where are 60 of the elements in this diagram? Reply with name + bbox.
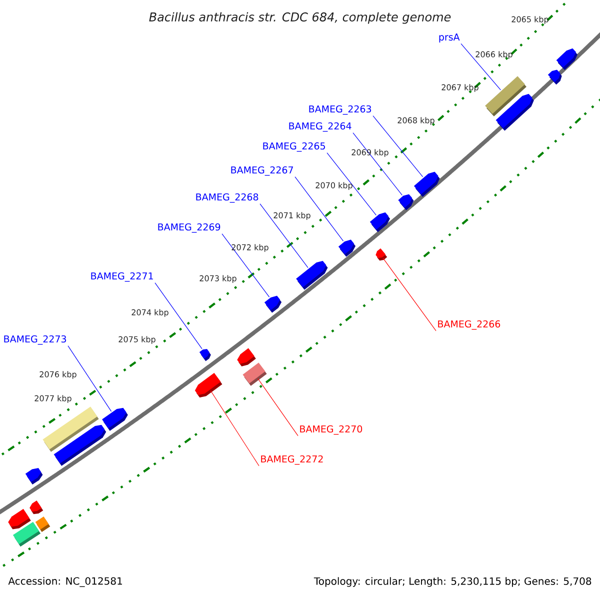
scale-label: 2077 kbp [34,395,72,403]
scale-label: 2065 kbp [512,16,548,24]
gene-feature [398,194,414,210]
gene-feature [370,212,390,232]
scale-label: 2066 kbp [476,51,512,59]
leader-line [210,390,260,466]
gene-feature [296,260,328,290]
scale-label: 2073 kbp [200,275,236,283]
leader-line [382,258,436,332]
gene-feature [496,94,534,131]
leader-line [460,43,501,90]
accession-text: Accession: NC_012581 [8,577,122,587]
leader-line [326,152,376,216]
gene-label: BAMEG_2263 [309,105,372,115]
scale-label: 2074 kbp [132,309,168,317]
gene-feature [548,70,562,85]
gene-feature [25,468,43,485]
gene-feature [199,349,211,362]
leader-line [260,204,308,268]
leader-line [68,346,112,412]
gene-label: BAMEG_2264 [289,122,352,132]
gene-feature [12,522,41,547]
scale-label: 2067 kbp [442,84,478,92]
genome-info-text: Topology: circular; Length: 5,230,115 bp; Genes: 5,708 [314,577,592,587]
leader-line [154,282,202,350]
gene-label: BAMEG_2266 [438,320,500,330]
scale-label: 2075 kbp [118,336,156,344]
leader-line [352,132,402,196]
gene-label: BAMEG_2271 [91,272,153,282]
gene-feature [102,408,128,431]
gene-feature [8,508,31,530]
gene-label: BAMEG_2272 [261,455,323,465]
gene-label: BAMEG_2268 [196,193,258,203]
leader-line [258,378,298,436]
gene-label: BAMEG_2267 [231,166,293,176]
gene-feature [237,348,256,366]
scale-label: 2072 kbp [232,244,268,252]
scale-label: 2068 kbp [398,117,434,125]
scale-label: 2071 kbp [274,212,310,220]
leader-line [372,116,424,178]
gene-feature [414,172,440,197]
gene-feature [264,296,282,313]
gene-label: BAMEG_2270 [300,425,362,435]
title: Bacillus anthracis str. CDC 684, complete genome [149,12,451,24]
gene-feature [194,372,222,398]
leader-line [222,234,270,298]
gene-feature [30,500,44,514]
gene-label: BAMEG_2269 [158,223,220,233]
scale-label: 2070 kbp [316,182,352,190]
gene-feature [556,48,578,70]
gene-feature [35,516,50,532]
gene-feature [54,424,106,466]
gene-feature [242,362,267,386]
gene-label: prsA [439,34,460,42]
gene-label: BAMEG_2273 [4,335,66,345]
gene-feature [376,248,388,261]
gene-label: BAMEG_2265 [263,142,325,152]
gene-feature [338,240,356,257]
leader-line [294,176,344,242]
scale-label: 2076 kbp [40,371,76,379]
